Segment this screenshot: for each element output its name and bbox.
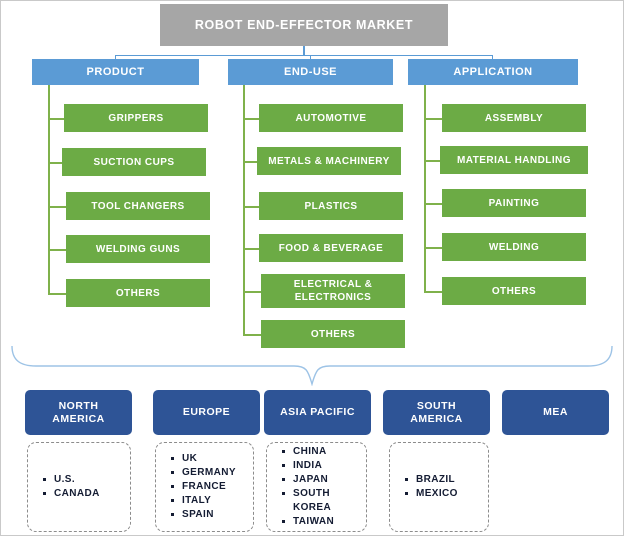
- leaf-product-others[interactable]: OTHERS: [66, 279, 210, 307]
- stub-product-3: [48, 206, 66, 208]
- leaf-end-use-metals-machinery[interactable]: METALS & MACHINERY: [257, 147, 401, 175]
- stub-application-3: [424, 203, 442, 205]
- country-item: GERMANY: [171, 467, 236, 478]
- country-item: CANADA: [43, 488, 100, 499]
- leaf-end-use-plastics[interactable]: PLASTICS: [259, 192, 403, 220]
- leaf-product-welding-guns[interactable]: WELDING GUNS: [66, 235, 210, 263]
- region-header-mea[interactable]: MEA: [502, 390, 609, 435]
- country-item: MEXICO: [405, 488, 458, 499]
- country-item: INDIA: [281, 459, 334, 473]
- connector-branch-product: [115, 55, 116, 60]
- region-box-north-america: U.S. CANADA: [27, 442, 131, 532]
- stub-application-4: [424, 247, 442, 249]
- leaf-end-use-electrical-electronics[interactable]: ELECTRICAL & ELECTRONICS: [261, 274, 405, 308]
- country-list-north-america: U.S. CANADA: [28, 473, 100, 501]
- leaf-product-tool-changers[interactable]: TOOL CHANGERS: [66, 192, 210, 220]
- stub-product-1: [48, 118, 64, 120]
- stem-end-use: [243, 85, 245, 334]
- region-box-europe: UK GERMANY FRANCE ITALY SPAIN: [155, 442, 254, 532]
- page-title: ROBOT END-EFFECTOR MARKET: [160, 4, 448, 46]
- country-item: TAIWAN: [281, 516, 335, 527]
- country-item: SOUTH KOREA: [281, 487, 334, 515]
- country-list-europe: UK GERMANY FRANCE ITALY SPAIN: [156, 452, 236, 522]
- country-list-asia-pacific: CHINA INDIA JAPAN SOUTH KOREA TAIWAN: [267, 445, 334, 529]
- region-header-north-america[interactable]: NORTH AMERICA: [25, 390, 132, 435]
- stub-application-2: [424, 160, 440, 162]
- leaf-application-assembly[interactable]: ASSEMBLY: [442, 104, 586, 132]
- leaf-product-grippers[interactable]: GRIPPERS: [64, 104, 208, 132]
- stub-end-use-1: [243, 118, 259, 120]
- brace-connector: [11, 345, 613, 386]
- stub-end-use-3: [243, 206, 259, 208]
- stub-end-use-4: [243, 248, 259, 250]
- country-list-south-america: BRAZIL MEXICO: [390, 473, 458, 501]
- connector-branch-application: [492, 55, 493, 60]
- stem-product: [48, 85, 50, 293]
- stub-end-use-5: [243, 291, 261, 293]
- country-item: FRANCE: [171, 480, 236, 494]
- country-item: BRAZIL: [405, 473, 458, 487]
- connector-title-drop: [303, 46, 305, 55]
- stub-application-1: [424, 118, 442, 120]
- stub-product-4: [48, 249, 66, 251]
- category-header-application[interactable]: APPLICATION: [408, 59, 578, 85]
- region-box-asia-pacific: CHINA INDIA JAPAN SOUTH KOREA TAIWAN: [266, 442, 367, 532]
- region-box-south-america: BRAZIL MEXICO: [389, 442, 489, 532]
- stub-end-use-6: [243, 334, 261, 336]
- stub-product-5: [48, 293, 66, 295]
- stub-product-2: [48, 162, 62, 164]
- leaf-application-painting[interactable]: PAINTING: [442, 189, 586, 217]
- leaf-application-others[interactable]: OTHERS: [442, 277, 586, 305]
- connector-branch-end-use: [310, 55, 311, 60]
- category-header-end-use[interactable]: END-USE: [228, 59, 393, 85]
- connector-horizontal-bus: [115, 55, 493, 56]
- leaf-end-use-automotive[interactable]: AUTOMOTIVE: [259, 104, 403, 132]
- leaf-end-use-food-beverage[interactable]: FOOD & BEVERAGE: [259, 234, 403, 262]
- region-header-south-america[interactable]: SOUTH AMERICA: [383, 390, 490, 435]
- stub-end-use-2: [243, 161, 257, 163]
- country-item: UK: [171, 452, 236, 466]
- leaf-product-suction-cups[interactable]: SUCTION CUPS: [62, 148, 206, 176]
- region-header-europe[interactable]: EUROPE: [153, 390, 260, 435]
- stub-application-5: [424, 291, 442, 293]
- leaf-application-material-handling[interactable]: MATERIAL HANDLING: [440, 146, 588, 174]
- region-header-asia-pacific[interactable]: ASIA PACIFIC: [264, 390, 371, 435]
- leaf-end-use-others[interactable]: OTHERS: [261, 320, 405, 348]
- country-item: SPAIN: [171, 508, 236, 522]
- country-item: CHINA: [281, 445, 334, 459]
- category-header-product[interactable]: PRODUCT: [32, 59, 199, 85]
- country-item: ITALY: [171, 494, 236, 508]
- leaf-application-welding[interactable]: WELDING: [442, 233, 586, 261]
- stem-application: [424, 85, 426, 291]
- country-item: JAPAN: [281, 473, 334, 487]
- country-item: U.S.: [43, 473, 100, 487]
